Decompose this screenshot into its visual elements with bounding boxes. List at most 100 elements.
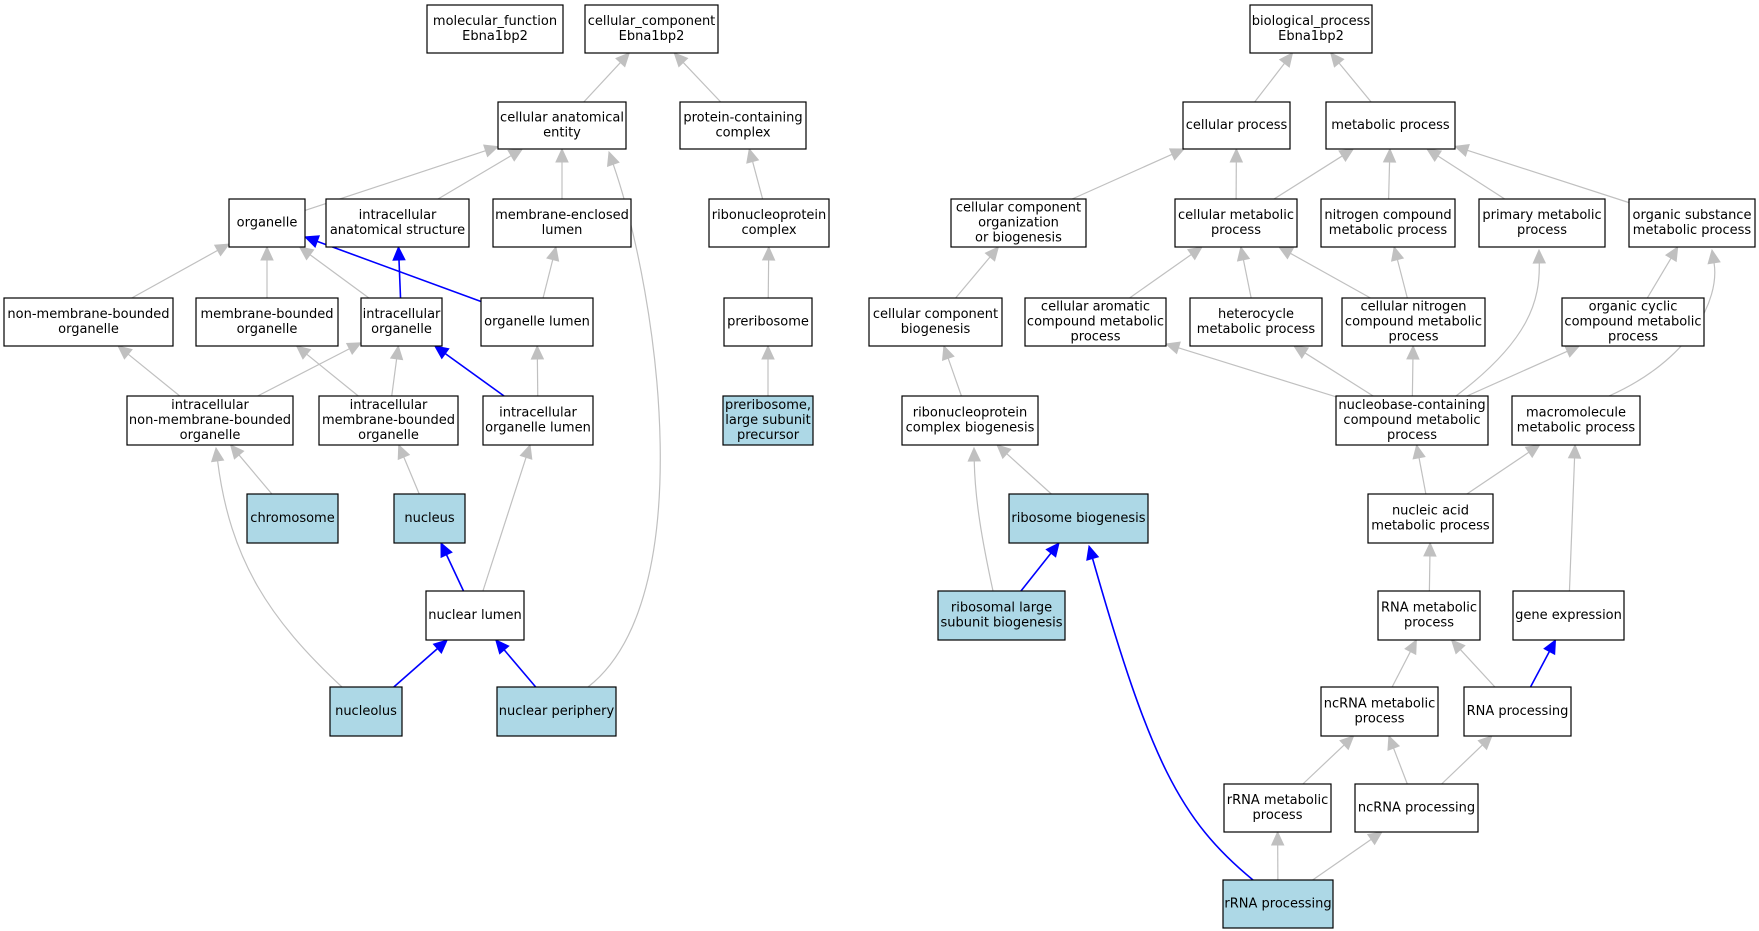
node-label-line: process bbox=[1253, 808, 1303, 823]
edge-line bbox=[1178, 347, 1337, 398]
node-label-line: process bbox=[1071, 330, 1121, 345]
edge-rlsb-to-rnpcb bbox=[967, 446, 994, 592]
edge-rrnap-to-rrnamp bbox=[1270, 830, 1285, 881]
node-nl[interactable]: nuclear lumen bbox=[425, 590, 525, 641]
node-preribosome[interactable]: preribosome bbox=[723, 297, 813, 347]
edge-rrnap-to-rb bbox=[1086, 544, 1254, 881]
edge-line bbox=[1646, 257, 1672, 299]
node-rrnap[interactable]: rRNA processing bbox=[1222, 879, 1334, 929]
edge-arrowhead bbox=[1390, 245, 1405, 262]
edge-arrowhead bbox=[295, 345, 312, 360]
node-box bbox=[1222, 879, 1334, 929]
node-inmbo[interactable]: intracellularnon-membrane-boundedorganel… bbox=[126, 395, 294, 446]
edge-ncmp-to-mp bbox=[1382, 147, 1397, 200]
node-label-line: nuclear lumen bbox=[428, 608, 521, 623]
edge-line bbox=[1020, 552, 1052, 592]
node-nucleus[interactable]: nucleus bbox=[393, 493, 466, 544]
node-label-line: complex bbox=[741, 223, 796, 238]
edge-imbo-to-io bbox=[389, 344, 404, 397]
edge-nucleus-to-imbo bbox=[397, 443, 420, 495]
edge-line bbox=[1418, 457, 1427, 495]
node-ge[interactable]: gene expression bbox=[1512, 590, 1625, 641]
node-label-line: or biogenesis bbox=[975, 231, 1062, 246]
edge-rnamp-to-namp bbox=[1423, 541, 1437, 592]
edge-ncrnamp-to-rnamp bbox=[1391, 638, 1417, 688]
node-label-line: metabolic process bbox=[1331, 118, 1450, 133]
node-np[interactable]: nuclear periphery bbox=[496, 686, 617, 737]
node-box bbox=[325, 198, 470, 248]
node-box bbox=[868, 297, 1003, 347]
node-nucleolus[interactable]: nucleolus bbox=[329, 686, 403, 737]
edge-arrowhead bbox=[1293, 345, 1310, 359]
node-box bbox=[426, 4, 564, 54]
node-label-line: cellular component bbox=[873, 307, 998, 322]
node-label-line: organic cyclic bbox=[1589, 300, 1678, 315]
edge-line bbox=[1529, 651, 1551, 688]
edge-arrowhead bbox=[1412, 443, 1426, 460]
node-cp[interactable]: cellular process bbox=[1182, 101, 1291, 150]
edge-io-to-ias bbox=[392, 245, 406, 299]
edge-line bbox=[1428, 555, 1431, 592]
edge-pcc-to-cc bbox=[673, 52, 722, 103]
node-label-line: nucleic acid bbox=[1392, 504, 1469, 519]
edge-arrowhead bbox=[432, 639, 449, 655]
node-organelle[interactable]: organelle bbox=[228, 198, 306, 248]
edge-line bbox=[1391, 651, 1411, 688]
node-rnap[interactable]: RNA processing bbox=[1463, 686, 1572, 737]
edge-arrowhead bbox=[967, 446, 982, 462]
node-label-line: biological_process bbox=[1252, 14, 1371, 29]
node-ncrnap[interactable]: ncRNA processing bbox=[1354, 783, 1479, 833]
node-chromosome[interactable]: chromosome bbox=[246, 493, 339, 544]
node-label-line: compound metabolic bbox=[1343, 413, 1480, 428]
edge-line bbox=[391, 358, 398, 397]
edge-arrowhead bbox=[1426, 148, 1443, 163]
node-box bbox=[1354, 783, 1479, 833]
edge-arrowhead bbox=[1664, 245, 1679, 263]
edge-line bbox=[1338, 62, 1372, 103]
node-ol[interactable]: organelle lumen bbox=[480, 297, 594, 347]
node-label-line: organelle bbox=[237, 216, 298, 231]
edge-nmbo-to-organelle bbox=[131, 243, 231, 299]
edge-arrowhead bbox=[229, 444, 245, 460]
node-label-line: metabolic process bbox=[1197, 322, 1316, 337]
node-rb[interactable]: ribosome biogenesis bbox=[1008, 493, 1149, 544]
node-box bbox=[425, 590, 525, 641]
node-label-line: precursor bbox=[737, 428, 800, 443]
edge-line bbox=[437, 155, 512, 200]
node-mp[interactable]: metabolic process bbox=[1325, 101, 1456, 150]
edge-cmp-to-cp bbox=[1229, 147, 1244, 200]
